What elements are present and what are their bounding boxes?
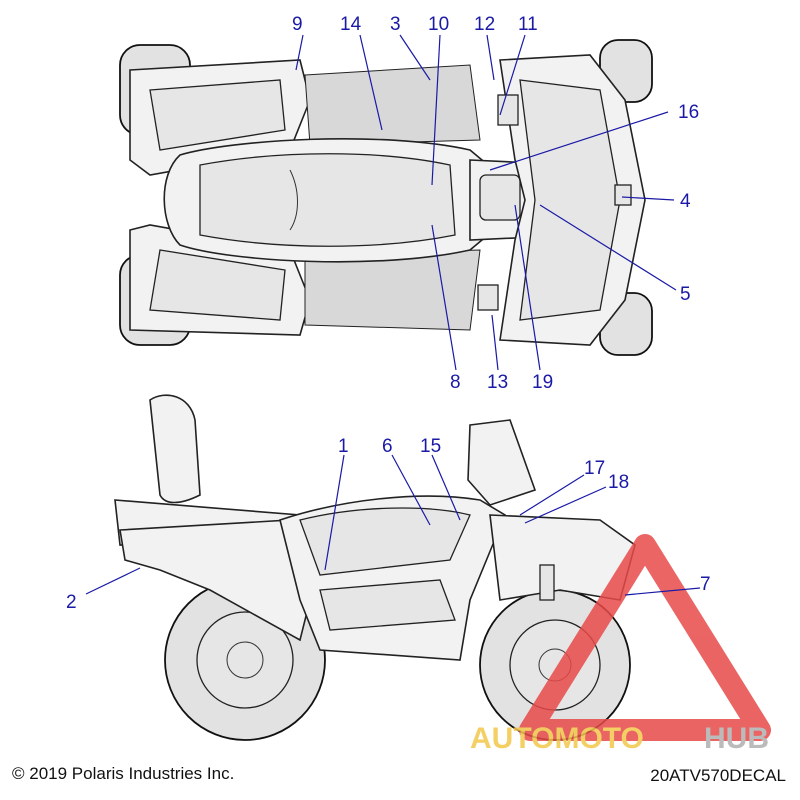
callout-2: 2: [66, 592, 77, 613]
leader-13: [491, 314, 499, 371]
callout-9: 9: [292, 14, 303, 35]
callout-5: 5: [680, 284, 691, 305]
leader-4: [621, 196, 675, 201]
leader-1: [324, 454, 345, 571]
callout-15: 15: [420, 436, 441, 457]
callout-numbers: 9 14 3 10 12 11 16 4 5 8 13 19 1 6 15 17…: [66, 14, 711, 613]
watermark: AUTOMOTO HUB: [470, 534, 771, 755]
callout-17: 17: [584, 458, 605, 479]
callout-8: 8: [450, 372, 461, 393]
leader-6: [391, 454, 431, 526]
callout-6: 6: [382, 436, 393, 457]
copyright-text: © 2019 Polaris Industries Inc.: [12, 764, 235, 783]
callout-10: 10: [428, 14, 449, 35]
leader-3: [399, 34, 431, 81]
drawing-code: 20ATV570DECAL: [650, 766, 786, 785]
leader-10: [431, 34, 441, 186]
callout-7: 7: [700, 574, 711, 595]
leader-11: [499, 34, 526, 116]
callout-11: 11: [518, 14, 538, 35]
leader-15: [431, 454, 461, 521]
leader-16: [489, 111, 669, 171]
callout-19: 19: [532, 372, 553, 393]
leader-lines: [85, 34, 701, 596]
watermark-text-b: HUB: [704, 722, 769, 755]
callout-13: 13: [487, 372, 508, 393]
leader-8: [431, 224, 457, 371]
leader-9: [295, 34, 304, 71]
callout-1: 1: [338, 436, 349, 457]
watermark-text-a: AUTOMOTO: [470, 722, 644, 755]
leader-19: [514, 204, 541, 371]
leader-2: [85, 567, 141, 595]
leader-18: [524, 486, 607, 524]
leader-7: [624, 587, 701, 596]
callout-16: 16: [678, 102, 699, 123]
atv-top-view: [119, 39, 653, 356]
callout-14: 14: [340, 14, 362, 35]
leader-14: [359, 34, 383, 131]
leader-17: [519, 474, 585, 516]
callout-4: 4: [680, 191, 691, 212]
leader-12: [486, 34, 495, 81]
watermark-triangle-icon: [519, 534, 771, 741]
callout-18: 18: [608, 472, 629, 493]
callout-12: 12: [474, 14, 495, 35]
callout-3: 3: [390, 14, 401, 35]
leader-5: [539, 204, 677, 291]
